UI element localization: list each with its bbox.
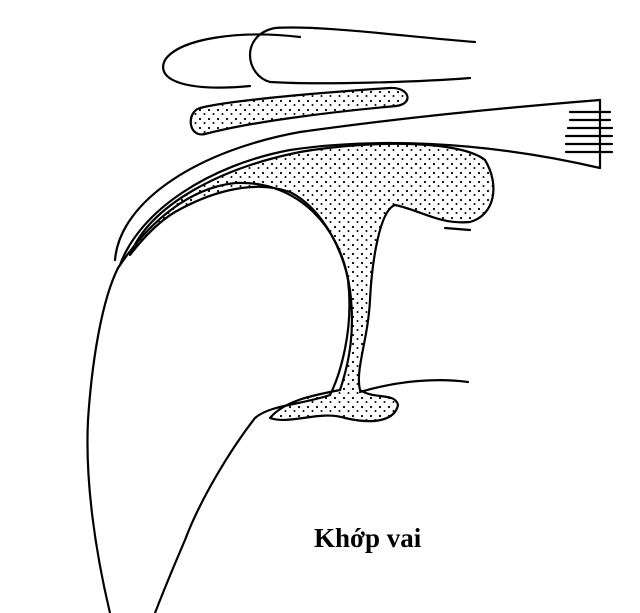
humerus-shaft-left bbox=[87, 268, 118, 613]
glenoid-lower bbox=[360, 380, 468, 392]
glenoid-upper bbox=[445, 228, 470, 230]
diagram-caption: Khớp vai bbox=[314, 523, 421, 554]
subacromial-bursa bbox=[191, 88, 408, 134]
tendon-fiber-lines bbox=[566, 112, 612, 152]
acromion-outline-left bbox=[163, 35, 300, 88]
